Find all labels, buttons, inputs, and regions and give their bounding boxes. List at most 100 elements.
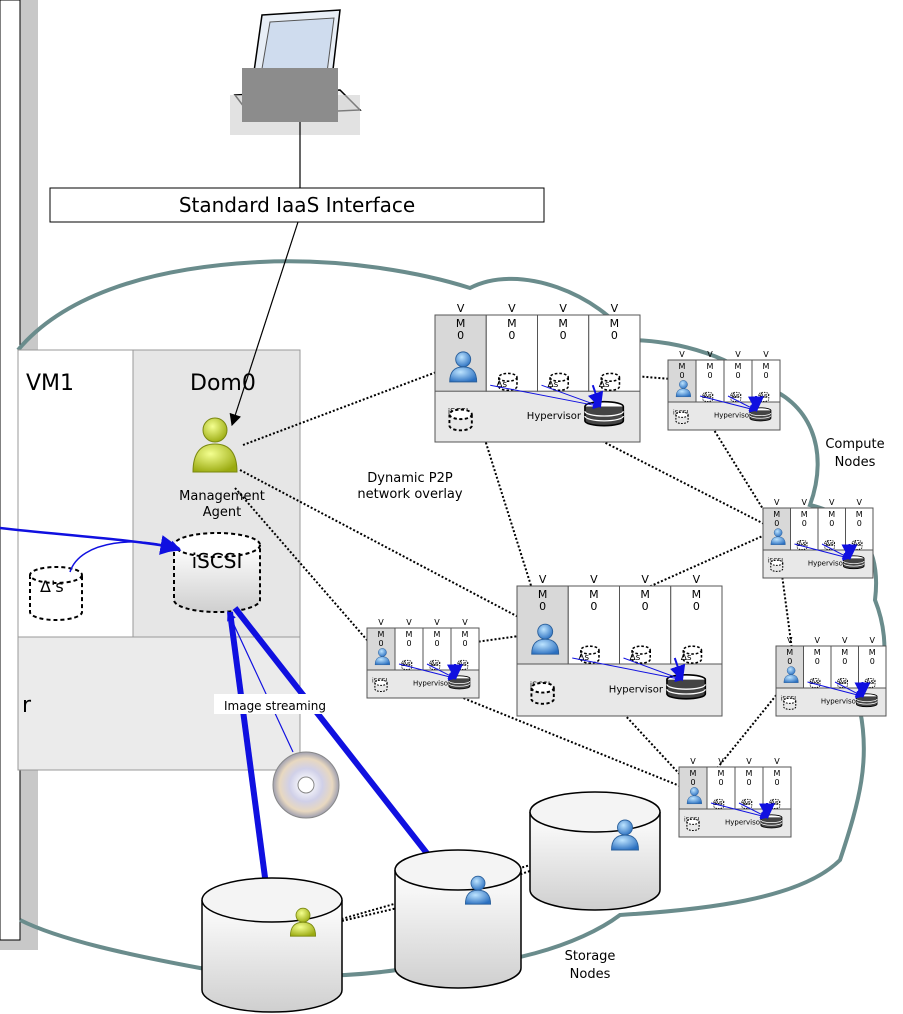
vm-slot-v-label: V bbox=[735, 350, 741, 359]
vm-slot-m-label: M bbox=[610, 317, 620, 330]
vm-slot-m-label: M bbox=[690, 769, 697, 778]
vm-slot-v-label: V bbox=[462, 618, 468, 627]
vm-slot-zero-label: 0 bbox=[718, 778, 723, 787]
vm-slot-zero-label: 0 bbox=[590, 600, 597, 613]
deltas-label: Δs bbox=[430, 660, 439, 668]
delta-to-image-arrow bbox=[587, 384, 604, 409]
deltas-label: Δs bbox=[853, 540, 862, 548]
vm-slot-zero-label: 0 bbox=[457, 329, 464, 342]
vm-slot-v-label: V bbox=[378, 618, 384, 627]
vm-slot-zero-label: 0 bbox=[802, 519, 807, 528]
vm-slot-v-label: V bbox=[746, 757, 752, 766]
deltas-label: Δs bbox=[742, 799, 751, 807]
vm-slot-m-label: M bbox=[406, 630, 413, 639]
image-disk-icon bbox=[584, 400, 625, 427]
deltas-label: Δs bbox=[731, 392, 740, 400]
storage-disk-large-3 bbox=[201, 877, 343, 1013]
deltas-label: Δs bbox=[630, 653, 641, 663]
vm-slot-m-label: M bbox=[735, 362, 742, 371]
delta-to-image-arrow bbox=[670, 657, 686, 682]
vm-slot-m-label: M bbox=[828, 510, 835, 519]
compute-nodes-label-1: Compute bbox=[825, 437, 884, 452]
hypervisor-label: Hypervisor bbox=[527, 411, 582, 422]
vm-slot-v-label: V bbox=[815, 636, 821, 645]
vm-slot-m-label: M bbox=[746, 769, 753, 778]
deltas-label: Δs bbox=[599, 380, 610, 390]
compute-nodes-group: VM0VM0ΔsVM0ΔsVM0ΔsHypervisoriSCSIVM0VM0Δ… bbox=[366, 302, 887, 838]
storage-disk-large-2 bbox=[394, 849, 522, 989]
hypervisor-label: Hypervisor bbox=[714, 411, 752, 419]
vm-slot-m-label: M bbox=[589, 588, 599, 601]
vm-slot-zero-label: 0 bbox=[693, 600, 700, 613]
vm-slot-v-label: V bbox=[457, 302, 465, 315]
vm-slot-v-label: V bbox=[590, 573, 598, 586]
compute-node-7: VM0VM0ΔsVM0ΔsVM0ΔsHypervisoriSCSI bbox=[678, 757, 792, 838]
vm-slot-v-label: V bbox=[539, 573, 547, 586]
iscsi-disk: iSCSI bbox=[173, 532, 261, 613]
hypervisor-label: Hypervisor bbox=[808, 559, 846, 567]
deltas-label: Δs bbox=[838, 678, 847, 686]
vm-slot-zero-label: 0 bbox=[815, 657, 820, 666]
delta-to-image-arrow bbox=[699, 395, 758, 413]
vm-slot-m-label: M bbox=[707, 362, 714, 371]
deltas-label: Δs bbox=[578, 653, 589, 663]
delta-to-image-arrow bbox=[490, 384, 602, 410]
vm-slot-m-label: M bbox=[841, 648, 848, 657]
deltas-label: Δs bbox=[458, 660, 467, 668]
vm-slot-m-label: M bbox=[640, 588, 650, 601]
vm-slot-m-label: M bbox=[773, 510, 780, 519]
vm-slot-m-label: M bbox=[679, 362, 686, 371]
vm-slot-v-label: V bbox=[829, 498, 835, 507]
deltas-label: Δs bbox=[866, 678, 875, 686]
vm-slot-m-label: M bbox=[814, 648, 821, 657]
image-disk-icon bbox=[666, 673, 707, 700]
vm-slot-m-label: M bbox=[774, 769, 781, 778]
vm-slot-v-label: V bbox=[508, 302, 516, 315]
compute-node-4: VM0VM0ΔsVM0ΔsVM0ΔsHypervisoriSCSI bbox=[516, 573, 723, 717]
compute-node-3: VM0VM0ΔsVM0ΔsVM0ΔsHypervisoriSCSI bbox=[762, 498, 874, 579]
vm-slot-v-label: V bbox=[690, 757, 696, 766]
vm-slot-v-label: V bbox=[842, 636, 848, 645]
vm-slot-m-label: M bbox=[692, 588, 702, 601]
vm-slot-m-label: M bbox=[786, 648, 793, 657]
vm-slot-zero-label: 0 bbox=[763, 371, 768, 380]
dom0-label: Dom0 bbox=[190, 371, 256, 396]
vm-slot-v-label: V bbox=[870, 636, 876, 645]
vm-slot-zero-label: 0 bbox=[870, 657, 875, 666]
deltas-label: Δs bbox=[811, 678, 820, 686]
delta-to-image-arrow bbox=[794, 543, 851, 561]
cd-icon bbox=[272, 751, 340, 819]
vm-slot-v-label: V bbox=[802, 498, 808, 507]
vm-slot-zero-label: 0 bbox=[774, 519, 779, 528]
vm-slot-m-label: M bbox=[558, 317, 568, 330]
management-agent-icon bbox=[192, 417, 238, 473]
vm-slot-v-label: V bbox=[774, 757, 780, 766]
vm-slot-v-label: V bbox=[718, 757, 724, 766]
compute-node-6: VM0VM0ΔsVM0ΔsVM0ΔsHypervisoriSCSI bbox=[775, 636, 887, 717]
deltas-label: Δs bbox=[798, 540, 807, 548]
storage-nodes-label-1: Storage bbox=[565, 949, 616, 964]
vm-slot-zero-label: 0 bbox=[642, 600, 649, 613]
iscsi-label: iSCSI bbox=[192, 549, 243, 573]
vm-slot-v-label: V bbox=[763, 350, 769, 359]
vm-slot-zero-label: 0 bbox=[707, 371, 712, 380]
deltas-label: Δs bbox=[402, 660, 411, 668]
management-agent-label-2: Agent bbox=[203, 505, 241, 520]
hypervisor-label: Hypervisor bbox=[821, 697, 859, 705]
vm-slot-zero-label: 0 bbox=[378, 639, 383, 648]
management-agent-label-1: Management bbox=[179, 489, 265, 504]
hypervisor-label: Hypervisor bbox=[609, 685, 664, 696]
vm-slot-zero-label: 0 bbox=[539, 600, 546, 613]
vm-slot-v-label: V bbox=[707, 350, 713, 359]
vm-slot-zero-label: 0 bbox=[679, 371, 684, 380]
vm-slot-zero-label: 0 bbox=[406, 639, 411, 648]
vm-slot-v-label: V bbox=[693, 573, 701, 586]
deltas-label: Δs bbox=[496, 380, 507, 390]
vm-slot-m-label: M bbox=[763, 362, 770, 371]
laptop-redaction-box bbox=[242, 68, 338, 122]
storage-nodes-label-2: Nodes bbox=[570, 967, 611, 982]
delta-to-image-arrow bbox=[807, 681, 864, 699]
vm-slot-v-label: V bbox=[434, 618, 440, 627]
vm-slot-zero-label: 0 bbox=[611, 329, 618, 342]
